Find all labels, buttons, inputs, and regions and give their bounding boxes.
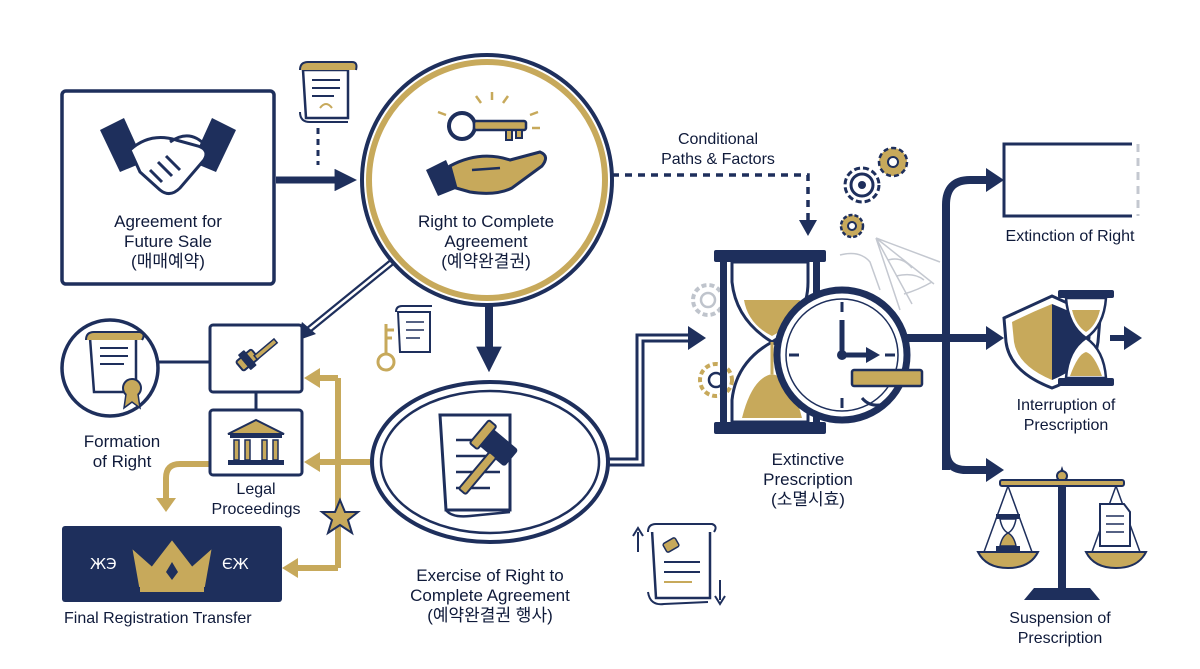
gavel-document-icon [438, 413, 518, 518]
small-ruling-document-icon [632, 523, 726, 606]
final-right-glyph: ЄЖ [222, 555, 249, 573]
hourglass-small-icon [1058, 290, 1114, 386]
branch-prescription-outcomes [906, 176, 988, 474]
node-extinction [1002, 142, 1140, 218]
key-in-hand-icon [426, 92, 547, 196]
exercise-label: Exercise of Right to Complete Agreement … [410, 566, 570, 625]
cobweb-icon [839, 237, 941, 311]
arrow-exercise-to-prescription [604, 326, 706, 467]
key-document-icon [376, 305, 432, 372]
certificate-scroll-icon [85, 331, 145, 410]
gold-feedback-paths [163, 375, 370, 571]
suspension-label: Suspension of Prescription [1009, 610, 1111, 647]
node-prescription [714, 250, 924, 434]
crown-icon [132, 540, 212, 592]
connectors [154, 128, 1004, 578]
node-suspension [976, 466, 1148, 600]
hourglass-clock-icon [714, 250, 924, 434]
handshake-icon [100, 118, 236, 195]
arrow-right-to-formation [296, 259, 395, 341]
legal-label: Legal Proceedings [211, 481, 301, 518]
node-final [62, 526, 282, 602]
courthouse-icon [227, 418, 285, 465]
node-exercise [370, 380, 610, 544]
final-left-glyph: ЖЭ [90, 555, 117, 573]
node-interruption [1002, 290, 1142, 390]
node-agreement [60, 89, 276, 286]
agreement-label: Agreement for Future Sale (매매예약) [114, 212, 222, 271]
extinction-label: Extinction of Right [1005, 228, 1135, 245]
interruption-label: Interruption of Prescription [1016, 397, 1116, 434]
gavel-icon [235, 337, 279, 372]
scales-icon [976, 466, 1148, 600]
node-legal [208, 408, 304, 477]
dashed-conditional-path [612, 173, 810, 222]
star-icon [319, 497, 361, 536]
scroll-contract-icon [299, 61, 358, 123]
formation-label: Formation of Right [83, 432, 161, 471]
node-right [360, 53, 614, 307]
node-formation [60, 318, 160, 418]
gavel-box [208, 323, 304, 394]
conditional-paths-label: Conditional Paths & Factors [661, 131, 775, 168]
final-label: Final Registration Transfer [64, 610, 252, 627]
prescription-label: Extinctive Prescription (소멸시효) [763, 450, 853, 509]
right-label: Right to Complete Agreement (예약완결권) [417, 212, 555, 271]
